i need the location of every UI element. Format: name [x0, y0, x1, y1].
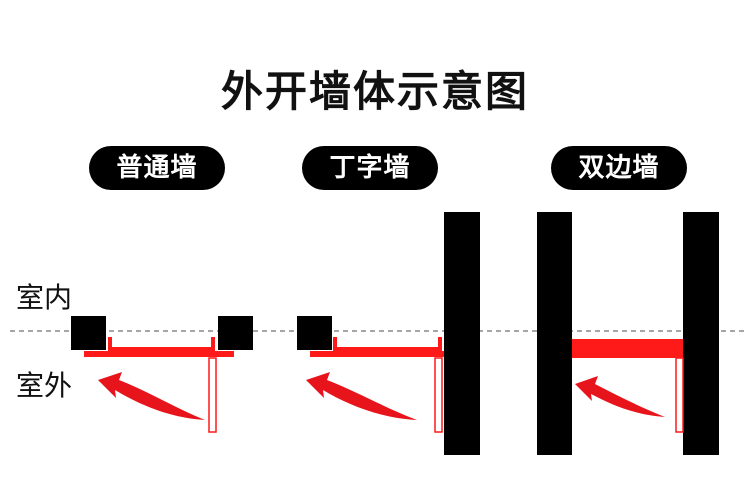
- wall-block-left: [297, 316, 332, 350]
- label-ordinary-wall: 普通墙: [89, 146, 225, 190]
- indoor-label: 室内: [16, 281, 73, 314]
- door-frame-right-stub: [438, 337, 442, 351]
- door-frame-inner: [108, 347, 215, 352]
- door-frame-left-stub: [108, 337, 112, 351]
- door-frame-right-stub: [211, 337, 215, 351]
- diagram-title: 外开墙体示意图: [220, 67, 529, 116]
- wall-block-right: [218, 316, 253, 350]
- swing-arrow: [306, 372, 417, 420]
- swing-arrow: [575, 376, 665, 417]
- wall-column-right: [683, 212, 719, 455]
- ordinary-wall-diagram: [71, 316, 253, 433]
- door-leaf-open: [208, 357, 217, 433]
- door-frame-top: [84, 351, 234, 357]
- label-double-wall: 双边墙: [551, 146, 687, 190]
- door-frame-top: [310, 351, 444, 357]
- label-t-wall: 丁字墙: [302, 146, 438, 190]
- outdoor-label: 室外: [16, 369, 73, 402]
- wall-column: [444, 212, 480, 455]
- wall-column-left: [537, 212, 572, 455]
- double-wall-diagram: [537, 212, 719, 455]
- door-leaf-open: [434, 357, 443, 433]
- swing-arrow: [98, 372, 205, 420]
- door-frame-inner: [333, 347, 442, 352]
- wall-block-left: [71, 316, 106, 350]
- door-leaf-open: [675, 357, 684, 433]
- door-frame-block: [572, 339, 683, 358]
- door-frame-left-stub: [333, 337, 337, 351]
- t-wall-diagram: [297, 212, 480, 455]
